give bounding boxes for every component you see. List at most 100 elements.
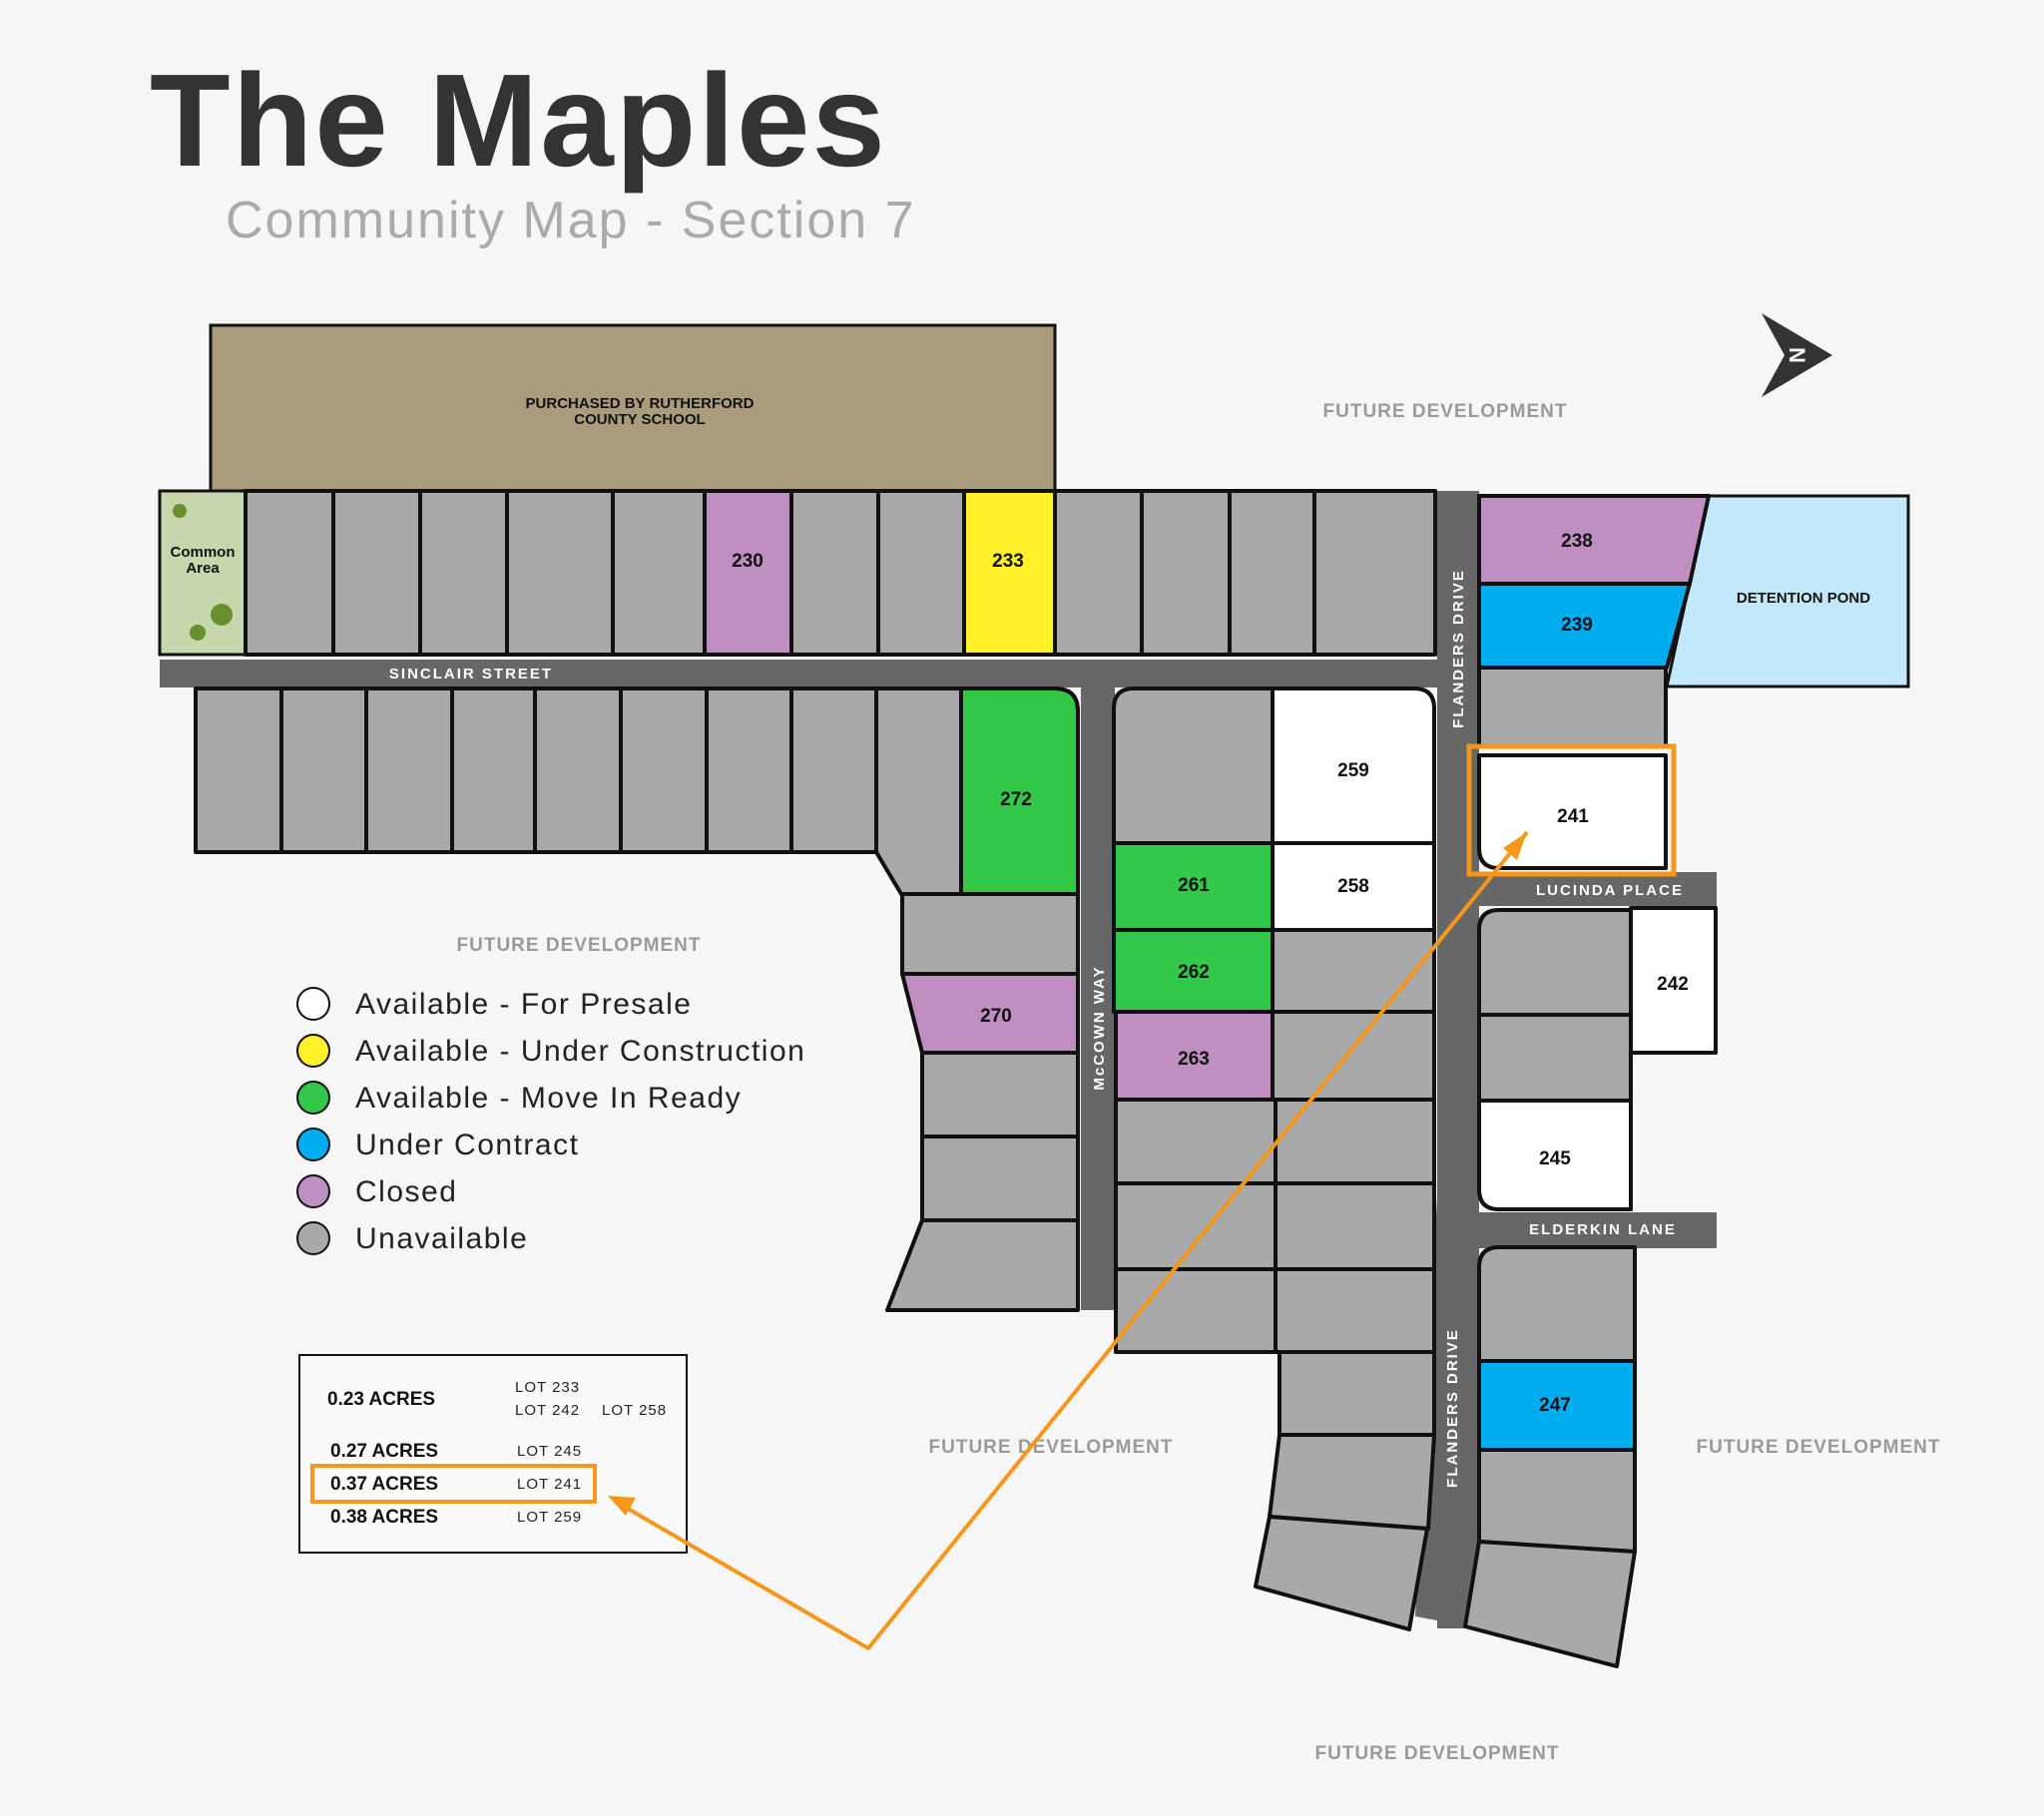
acreage-value: 0.38 ACRES [330,1507,438,1528]
legend-label: Closed [355,1175,457,1208]
acreage-value: 0.23 ACRES [327,1389,435,1410]
lot-label-261: 261 [1178,875,1210,896]
legend-label: Available - Under Construction [355,1035,805,1068]
legend-label: Unavailable [355,1222,528,1255]
lot-unavailable [1477,1448,1637,1554]
lot-unavailable [789,489,880,657]
lot-238 [1477,494,1711,586]
sinclair-street-label: SINCLAIR STREET [389,666,553,682]
lot-unavailable [1477,1245,1637,1363]
lot-label-241: 241 [1557,806,1589,827]
lot-unavailable [244,489,335,657]
lot-label-272: 272 [1000,789,1032,810]
sinclair-street [160,660,1437,687]
lot-label-233: 233 [992,551,1024,572]
legend-swatch [296,1081,330,1115]
tree-icon [173,504,187,518]
lot-unavailable [705,686,793,854]
lot-unavailable [619,686,709,854]
lot-259 [1271,686,1436,845]
lot-unavailable [1271,928,1436,1014]
acreage-lot: LOT 241 [517,1476,582,1493]
lot-261 [1112,841,1275,932]
future-development-south: FUTURE DEVELOPMENT [1315,1743,1560,1764]
lot-unavailable [1053,489,1144,657]
lot-label-242: 242 [1657,974,1689,995]
lot-233 [962,489,1057,657]
future-development-west: FUTURE DEVELOPMENT [457,935,702,956]
lot-unavailable [450,686,537,854]
lot-unavailable [1112,686,1275,845]
page-subtitle: Community Map - Section 7 [226,192,916,249]
lot-262 [1112,928,1275,1014]
legend-label: Under Contract [355,1129,579,1161]
arrowhead-icon [1503,832,1527,860]
acreage-lot: LOT 233 [515,1379,580,1396]
tree-icon [211,604,233,626]
legend-swatch [296,1034,330,1068]
callout-arrow [608,830,1529,1650]
mccown-way-label: McCOWN WAY [1091,965,1108,1090]
acreage-lot: LOT 242 [515,1402,580,1419]
lot-unavailable [1274,1267,1436,1354]
lot-unavailable [885,1218,1080,1312]
lot-unavailable [1477,666,1668,748]
lot-unavailable [1477,1013,1633,1103]
school-tract: PURCHASED BY RUTHERFORD COUNTY SCHOOL [209,323,1057,493]
school-label-line2: COUNTY SCHOOL [574,411,705,428]
lot-label-259: 259 [1337,760,1369,781]
school-label-line1: PURCHASED BY RUTHERFORD [526,395,755,412]
lucinda-place [1477,872,1717,906]
tree-icon [190,625,206,641]
detention-pond-label: DETENTION POND [1737,590,1870,607]
lot-label-239: 239 [1561,615,1593,636]
acreage-table: 0.23 ACRES LOT 233 LOT 242 LOT 258 0.27 … [298,1354,688,1554]
lot-unavailable [331,489,422,657]
lot-unavailable [364,686,454,854]
lot-unavailable [1268,1433,1436,1531]
future-development-east: FUTURE DEVELOPMENT [1697,1437,1941,1458]
lot-unavailable [611,489,707,657]
lot-230 [703,489,793,657]
future-development-north: FUTURE DEVELOPMENT [1323,401,1568,422]
north-label: N [1785,347,1809,363]
lot-label-270: 270 [980,1006,1012,1027]
lucinda-place-label: LUCINDA PLACE [1536,882,1684,899]
lot-unavailable [1114,1181,1278,1271]
lot-242 [1629,906,1718,1055]
acreage-lot: LOT 245 [517,1443,582,1460]
arrowhead-icon [608,1496,636,1516]
lot-unavailable [920,1135,1080,1222]
lot-263 [1114,1010,1275,1102]
lot-270 [900,972,1080,1055]
lot-label-247: 247 [1539,1395,1571,1416]
lot-unavailable [1278,1350,1436,1437]
lot-label-245: 245 [1539,1148,1571,1169]
lot-unavailable [1114,1098,1278,1185]
acreage-value: 0.27 ACRES [330,1441,438,1462]
lot-241 [1477,753,1668,870]
acreage-lot: LOT 259 [517,1509,582,1526]
lot-unavailable [1271,1010,1436,1102]
lot-unavailable [194,686,283,854]
lot-unavailable [920,1051,1080,1138]
common-area-label-line2: Area [186,560,220,577]
common-area: Common Area [158,489,248,657]
lot-unavailable [1140,489,1232,657]
lot-247 [1477,1359,1637,1452]
lot-unavailable [1477,908,1633,1017]
legend-label: Available - For Presale [355,988,692,1021]
lot-239 [1477,582,1692,670]
flanders-drive-label-north: FLANDERS DRIVE [1450,569,1467,728]
acreage-lot: LOT 258 [602,1402,667,1419]
lot-label-258: 258 [1337,876,1369,897]
legend-label: Available - Move In Ready [355,1082,742,1115]
common-area-label-line1: Common [171,544,236,561]
future-development-center: FUTURE DEVELOPMENT [929,1437,1174,1458]
lot-unavailable [505,489,615,657]
elderkin-lane-label: ELDERKIN LANE [1529,1221,1677,1238]
lot-unavailable [900,892,1080,976]
legend-swatch [296,1221,330,1255]
